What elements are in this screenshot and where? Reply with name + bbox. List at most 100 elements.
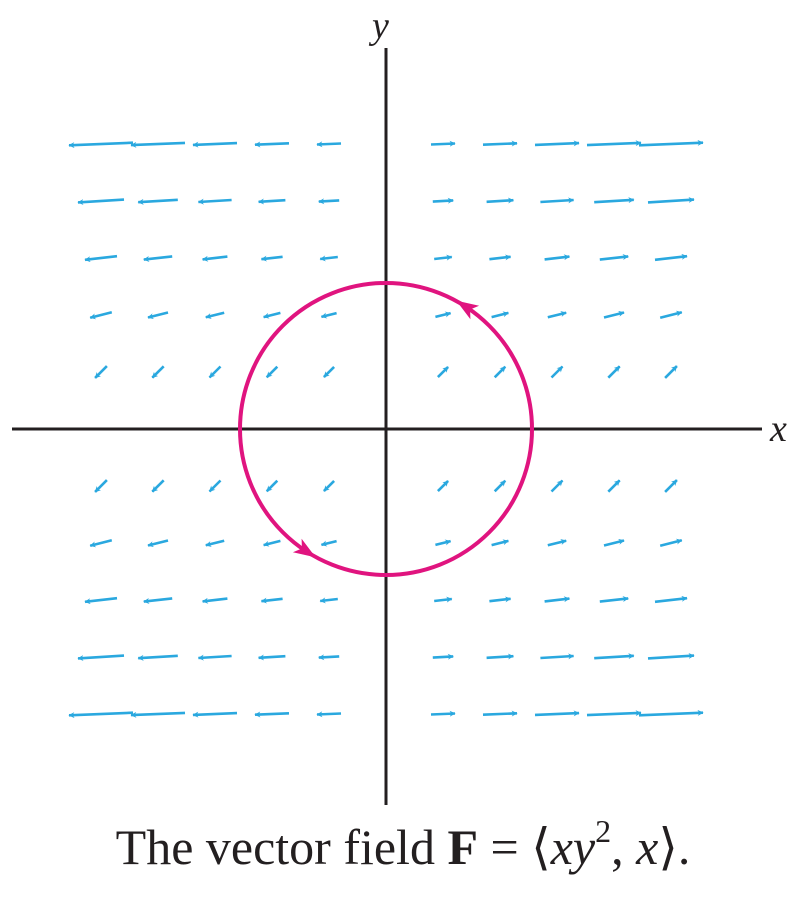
vector-arrow (664, 365, 678, 379)
vector-arrow (544, 254, 570, 261)
vector-arrow (68, 141, 134, 149)
closed-curve-circle (238, 281, 534, 577)
vector-arrow (489, 596, 512, 603)
vector-arrow (436, 365, 450, 379)
vector-arrow (430, 140, 456, 147)
vector-arrow (594, 653, 635, 660)
vector-arrow (430, 710, 456, 717)
vector-arrow (130, 141, 186, 148)
vector-arrow (77, 654, 125, 662)
vector-arrow (316, 141, 342, 148)
vector-arrow (143, 255, 173, 262)
caption-var-x2: x (636, 819, 659, 875)
vector-arrow (547, 311, 567, 319)
vector-arrow (263, 539, 281, 547)
vector-arrow (147, 311, 169, 320)
vector-arrow (540, 653, 575, 660)
vector-arrow (318, 654, 340, 661)
caption-field-name: F (447, 819, 478, 875)
y-axis-label: y (368, 5, 389, 47)
vector-arrow (205, 539, 225, 547)
vector-arrow (607, 479, 621, 493)
vector-arrow (316, 711, 342, 718)
vector-arrow (647, 652, 695, 660)
vector-arrow (137, 654, 178, 661)
vector-arrow (197, 198, 232, 205)
curve-direction-arrowhead-upper (456, 300, 480, 320)
vector-arrow (320, 539, 337, 547)
vector-arrow (654, 253, 688, 262)
vector-arrow (320, 311, 337, 319)
vector-arrow (638, 139, 704, 147)
vector-arrow (491, 539, 509, 547)
vector-arrow (89, 539, 113, 548)
vector-arrow (493, 479, 507, 493)
vector-arrow (654, 595, 688, 604)
vector-arrow (265, 365, 279, 379)
vector-arrow (130, 711, 186, 718)
vector-arrow (322, 365, 336, 379)
vector-arrow (434, 254, 453, 261)
vector-arrow (659, 538, 683, 547)
vector-arrow (603, 538, 625, 547)
x-axis-label: x (769, 408, 787, 450)
vector-arrow (89, 311, 113, 320)
vector-arrow (434, 596, 453, 603)
vector-arrow (491, 311, 509, 319)
vector-arrow (586, 140, 642, 147)
vector-arrow (486, 197, 514, 204)
vector-arrow (534, 140, 580, 147)
vector-arrow (147, 539, 169, 548)
vector-arrow (77, 198, 125, 206)
vector-arrow (192, 141, 238, 148)
vector-arrow (550, 365, 564, 379)
figure-caption: The vector field F = ⟨xy2, x⟩. (0, 815, 806, 876)
vector-arrow (260, 255, 283, 262)
vector-arrow (599, 254, 629, 261)
vector-arrow (603, 310, 625, 319)
vector-arrow (151, 365, 165, 379)
vector-arrow (482, 710, 518, 717)
vector-arrow (254, 711, 290, 718)
vector-arrow (319, 255, 338, 262)
vector-arrow (202, 255, 228, 262)
vector-arrow (143, 597, 173, 604)
vector-arrow (94, 365, 108, 379)
vector-arrow (258, 654, 286, 661)
vector-arrow (599, 596, 629, 603)
vector-arrow (94, 479, 108, 493)
vector-arrow (318, 198, 340, 205)
vector-arrow (432, 653, 454, 660)
vector-arrow (482, 140, 518, 147)
vector-arrow (432, 197, 454, 204)
vector-arrow (84, 596, 118, 605)
vector-arrow (659, 310, 683, 319)
vector-arrow (192, 711, 238, 718)
vector-arrow (594, 197, 635, 204)
vector-arrow (254, 141, 290, 148)
caption-suffix: ⟩. (658, 819, 691, 875)
vector-arrow (638, 709, 704, 717)
vector-arrow (547, 539, 567, 547)
vector-arrow (202, 597, 228, 604)
vector-arrow (322, 479, 336, 493)
vector-arrow (258, 198, 286, 205)
vector-arrow (489, 254, 512, 261)
vector-arrow (197, 654, 232, 661)
vector-arrow (486, 653, 514, 660)
curve-direction-arrowhead-lower (292, 538, 316, 558)
vector-arrow (137, 198, 178, 205)
vector-arrow (68, 711, 134, 719)
vector-arrow (586, 710, 642, 717)
vector-arrow (265, 479, 279, 493)
vector-arrow (319, 597, 338, 604)
caption-equals: = ⟨ (478, 819, 551, 875)
vector-arrow (607, 365, 621, 379)
vector-arrow (493, 365, 507, 379)
vector-arrow (208, 365, 222, 379)
vector-arrow (436, 479, 450, 493)
vector-arrow (205, 311, 225, 319)
vector-arrow (435, 539, 452, 547)
